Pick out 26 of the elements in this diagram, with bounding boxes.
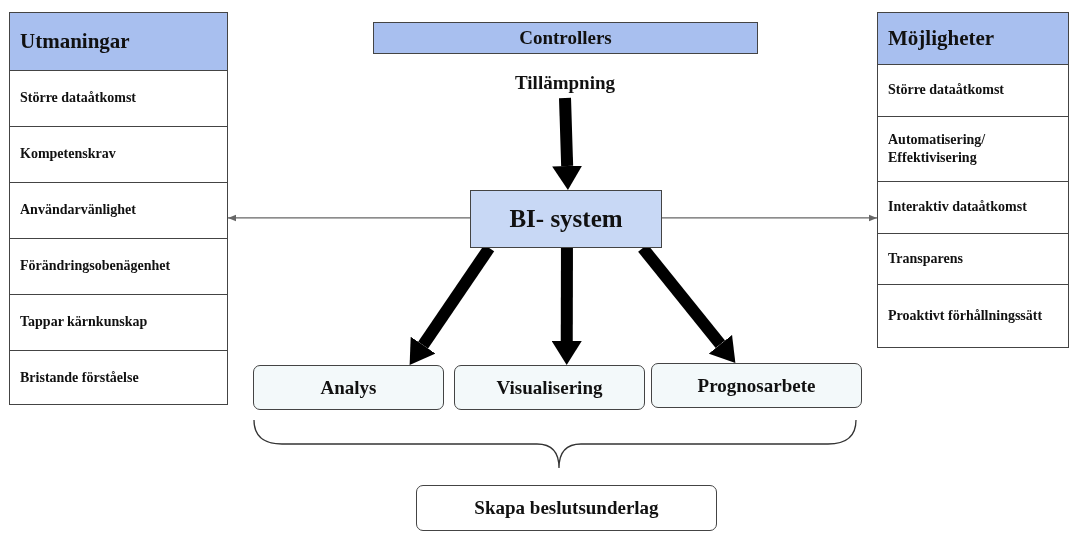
process-box: BI- system: [470, 190, 662, 248]
arrow: [551, 247, 582, 365]
rounded-box: Visualisering: [454, 365, 645, 410]
arrow: [661, 214, 878, 222]
arrow: [227, 214, 471, 222]
list-item: Större dataåtkomst: [10, 70, 227, 126]
rounded-box: Skapa beslutsunderlag: [416, 485, 717, 531]
list-item: Förändringsobenägenhet: [10, 238, 227, 294]
list-item: Automatisering/ Effektivisering: [878, 116, 1068, 181]
list-item: Bristande förståelse: [10, 350, 227, 405]
rounded-box: Prognosarbete: [651, 363, 862, 408]
text-label: Tillämpning: [490, 68, 640, 98]
panel-header: Möjligheter: [878, 13, 1068, 64]
list-item: Kompetenskrav: [10, 126, 227, 182]
list-item: Transparens: [878, 233, 1068, 284]
list-item: Interaktiv dataåtkomst: [878, 181, 1068, 233]
list-item: Tappar kärnkunskap: [10, 294, 227, 350]
panel-header: Utmaningar: [10, 13, 227, 70]
list-panel: [9, 12, 228, 405]
arrow: [552, 97, 583, 190]
rounded-box: Analys: [253, 365, 444, 410]
process-box: Controllers: [373, 22, 758, 54]
list-panel: [877, 12, 1069, 348]
list-item: Proaktivt förhållningssätt: [878, 284, 1068, 348]
list-item: Användarvänlighet: [10, 182, 227, 238]
list-item: Större dataåtkomst: [878, 64, 1068, 116]
